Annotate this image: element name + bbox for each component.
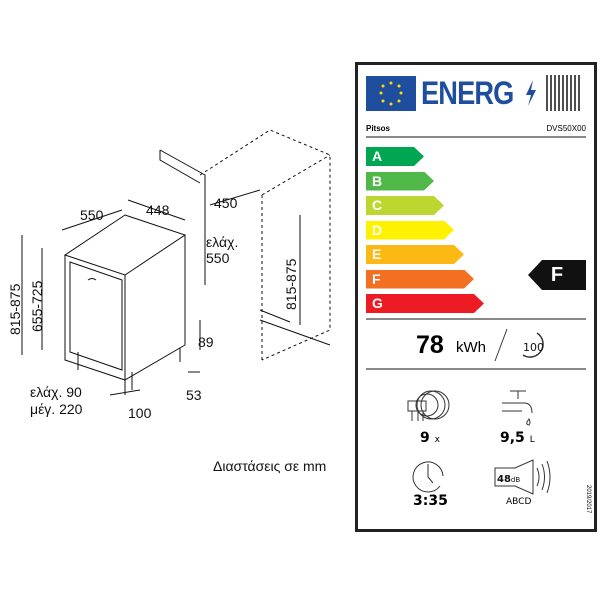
foot-label: 100 xyxy=(128,405,152,421)
divider xyxy=(366,136,586,138)
min-90-label: ελάχ. 90 xyxy=(30,384,82,400)
place-settings-value: 9 x xyxy=(420,430,440,446)
water-number: 9,5 xyxy=(500,430,525,446)
width-label: 550 xyxy=(80,207,104,223)
noise-class-scale: ABCD xyxy=(506,497,532,507)
energy-unit: kWh xyxy=(456,339,486,356)
door-height-label: 655-725 xyxy=(29,280,45,332)
niche-depth-label: 550 xyxy=(206,250,230,266)
energy-class-g: G xyxy=(366,294,484,313)
water-value: 9,5 L xyxy=(500,430,535,446)
cycles-value: 100 xyxy=(523,341,544,354)
water-tap-icon xyxy=(502,390,533,426)
plinth-depth-label: 53 xyxy=(186,387,202,403)
niche-height-label: 815-875 xyxy=(283,258,299,310)
dimension-drawing: 550 448 450 ελάχ. 550 815-875 655-725 81… xyxy=(7,129,331,421)
place-settings-icon xyxy=(407,390,450,421)
water-unit: L xyxy=(529,435,535,445)
energy-class-d: D xyxy=(366,221,454,240)
energy-value: 78 xyxy=(416,331,444,359)
qr-code[interactable] xyxy=(546,75,582,111)
height-label: 815-875 xyxy=(7,283,23,335)
depth-label: 448 xyxy=(146,202,170,218)
duration-value: 3:35 xyxy=(413,493,448,509)
plinth-label: 89 xyxy=(198,334,214,350)
place-settings-number: 9 xyxy=(420,430,430,446)
countertop xyxy=(159,149,206,285)
energy-title: ENERG xyxy=(421,75,514,111)
energy-class-c: C xyxy=(366,196,444,215)
energy-class-a: A xyxy=(366,147,424,166)
energy-class-b: B xyxy=(366,172,434,191)
eu-flag-icon xyxy=(366,76,416,111)
rating-indicator: F xyxy=(528,260,586,290)
brand: Pitsos xyxy=(366,124,391,133)
regulation-number: 2019/2017 xyxy=(585,485,591,514)
cabinet-side xyxy=(259,309,331,346)
noise-value: 48dB xyxy=(497,474,520,485)
model: DVS50X00 xyxy=(546,124,586,133)
noise-icon: 48dB xyxy=(494,459,551,495)
place-settings-unit: x xyxy=(434,435,440,445)
dimension-lines xyxy=(21,189,301,396)
energy-class-e: E xyxy=(366,245,464,264)
divider xyxy=(366,318,586,320)
dimensions-caption: Διαστάσεις σε mm xyxy=(213,458,327,474)
niche-outline xyxy=(199,129,331,361)
energy-class-f: F xyxy=(366,270,474,289)
cycles-icon: 100 xyxy=(494,328,544,362)
clock-icon xyxy=(412,461,444,493)
dishwasher-body xyxy=(63,214,187,395)
max-220-label: μέγ. 220 xyxy=(30,401,83,417)
lightning-icon xyxy=(526,80,536,106)
niche-width-label: 450 xyxy=(214,195,238,211)
divider xyxy=(366,368,586,370)
min-label: ελάχ. xyxy=(206,234,238,250)
